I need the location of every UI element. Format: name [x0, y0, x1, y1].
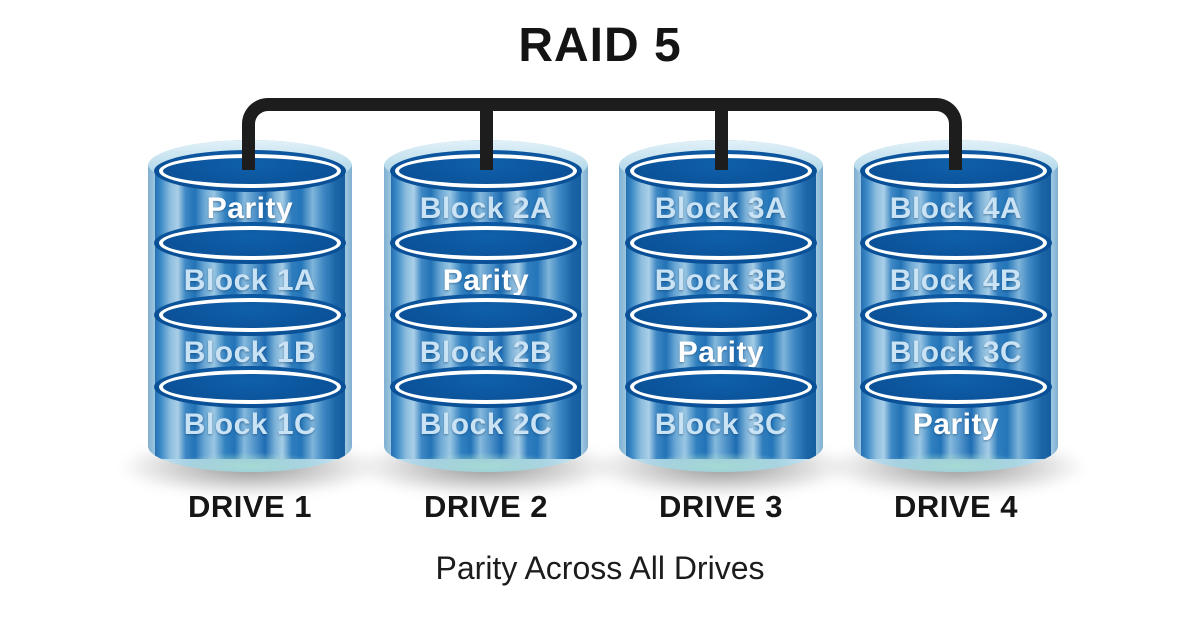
segment-label: Block 2B [419, 336, 553, 369]
drive-3: Block 3A Block 3B Parity Block 3C DRIVE … [585, 140, 857, 540]
disk-ring [860, 366, 1052, 408]
bus-drop-drive-3 [715, 98, 728, 170]
segment-label: Parity [677, 336, 765, 369]
segment-label: Block 2A [419, 192, 553, 225]
drive-3-cylinder: Block 3A Block 3B Parity Block 3C [619, 140, 823, 472]
disk-ring [860, 294, 1052, 336]
segment-label: Block 1B [183, 336, 317, 369]
segment-label: Block 3C [654, 408, 788, 441]
segment-label: Block 3A [654, 192, 788, 225]
diagram-caption: Parity Across All Drives [435, 550, 765, 586]
disk-ring [625, 222, 817, 264]
drive-2-cylinder: Block 2A Parity Block 2B Block 2C [384, 140, 588, 472]
segment-label: Block 4B [889, 264, 1023, 297]
segment-label: Parity [442, 264, 530, 297]
drive-2-label: DRIVE 2 [423, 489, 549, 524]
segment-label: Block 3B [654, 264, 788, 297]
disk-ring [390, 222, 582, 264]
bus-drop-drive-2 [480, 98, 493, 170]
segment-label: Block 3C [889, 336, 1023, 369]
drive-2: Block 2A Parity Block 2B Block 2C DRIVE … [350, 140, 622, 540]
segment-label: Block 1C [183, 408, 317, 441]
segment-label: Block 4A [889, 192, 1023, 225]
drive-4: Block 4A Block 4B Block 3C Parity DRIVE … [820, 140, 1092, 540]
disk-ring [625, 366, 817, 408]
segment-label: Block 1A [183, 264, 317, 297]
drive-4-cylinder: Block 4A Block 4B Block 3C Parity [854, 140, 1058, 472]
drive-1-cylinder: Parity Block 1A Block 1B Block 1C [148, 140, 352, 472]
disk-ring [860, 222, 1052, 264]
drive-1-label: DRIVE 1 [187, 489, 313, 524]
bus-connector [242, 98, 962, 170]
disk-ring [154, 366, 346, 408]
disk-ring [390, 366, 582, 408]
disk-ring [390, 294, 582, 336]
segment-label: Parity [912, 408, 1000, 441]
diagram-title: RAID 5 [518, 19, 682, 72]
segment-label: Parity [206, 192, 294, 225]
drive-4-label: DRIVE 4 [893, 489, 1019, 524]
disk-ring [154, 294, 346, 336]
disk-ring [154, 222, 346, 264]
segment-label: Block 2C [419, 408, 553, 441]
drive-3-label: DRIVE 3 [658, 489, 784, 524]
disk-ring [625, 294, 817, 336]
drive-1: Parity Block 1A Block 1B Block 1C DRIVE … [114, 140, 386, 540]
